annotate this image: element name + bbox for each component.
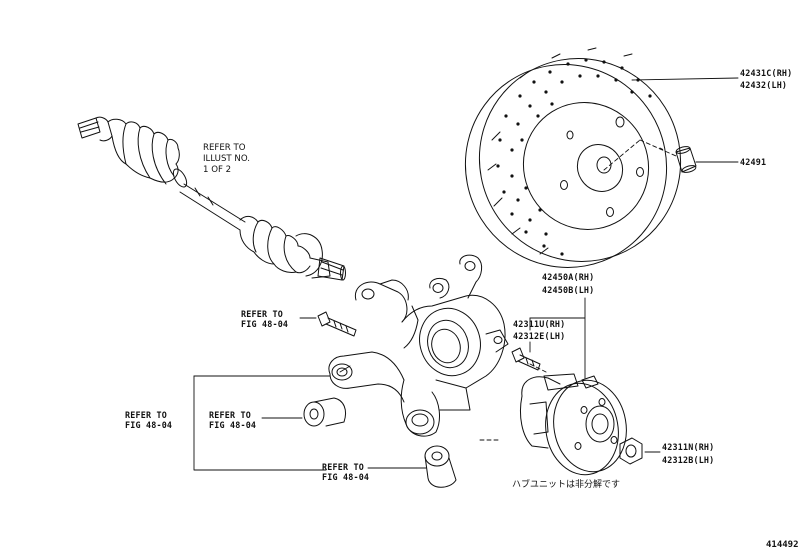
bushing-lower — [424, 445, 457, 488]
refer-fig-bushing-line-1: REFER TO — [209, 410, 251, 420]
refer-fig-bushing-line-2: FIG 48-04 — [209, 420, 257, 430]
figure-number: 414492 — [766, 540, 799, 550]
refer-fig-bolt-line-1: REFER TO — [241, 309, 283, 319]
refer-illust-line-1: REFER TO — [203, 143, 246, 153]
refer-fig-left-line-2: FIG 48-04 — [125, 420, 173, 430]
refer-fig-left-line-1: REFER TO — [125, 410, 167, 420]
drive-shaft — [77, 116, 346, 281]
label-plug: 42491 — [740, 157, 767, 167]
refer-illust-line-2: ILLUST NO. — [203, 154, 250, 164]
hub-non-disassembly-note: ハブユニットは非分解です — [512, 480, 621, 490]
refer-fig-bolt-line-2: FIG 48-04 — [241, 319, 289, 329]
hub-plug — [675, 146, 697, 173]
label-bolt-lh: 42312E(LH) — [513, 331, 566, 341]
refer-fig-lower-line-2: FIG 48-04 — [322, 472, 370, 482]
refer-fig-lower-line-1: REFER TO — [322, 462, 364, 472]
label-rotor-rh: 42431C(RH) — [740, 68, 793, 78]
hub-bearing — [519, 373, 627, 476]
label-bolt-rh: 42311U(RH) — [513, 319, 566, 329]
refer-fig-lower: REFER TO FIG 48-04 — [322, 462, 369, 482]
brake-rotor — [464, 47, 682, 268]
refer-fig-bolt: REFER TO FIG 48-04 — [241, 309, 288, 329]
refer-illust-note: REFER TO ILLUST NO. 1 OF 2 — [203, 143, 250, 176]
hub-nut — [619, 437, 643, 465]
bushing-upper — [303, 397, 347, 427]
rotor-drill-holes — [496, 58, 652, 256]
leader-lines — [193, 77, 739, 471]
label-rotor-lh: 42432(LH) — [740, 80, 788, 90]
label-hub-lh: 42450B(LH) — [542, 285, 595, 295]
label-nut-rh: 42311N(RH) — [662, 442, 715, 452]
label-hub-rh: 42450A(RH) — [542, 272, 595, 282]
label-nut-lh: 42312B(LH) — [662, 455, 715, 465]
refer-fig-left: REFER TO FIG 48-04 — [125, 410, 172, 430]
refer-illust-line-3: 1 OF 2 — [203, 165, 232, 175]
knuckle-bolt — [317, 311, 357, 337]
steering-knuckle — [328, 254, 509, 437]
hub-bolt — [511, 347, 541, 371]
refer-fig-bushing: REFER TO FIG 48-04 — [209, 410, 256, 430]
